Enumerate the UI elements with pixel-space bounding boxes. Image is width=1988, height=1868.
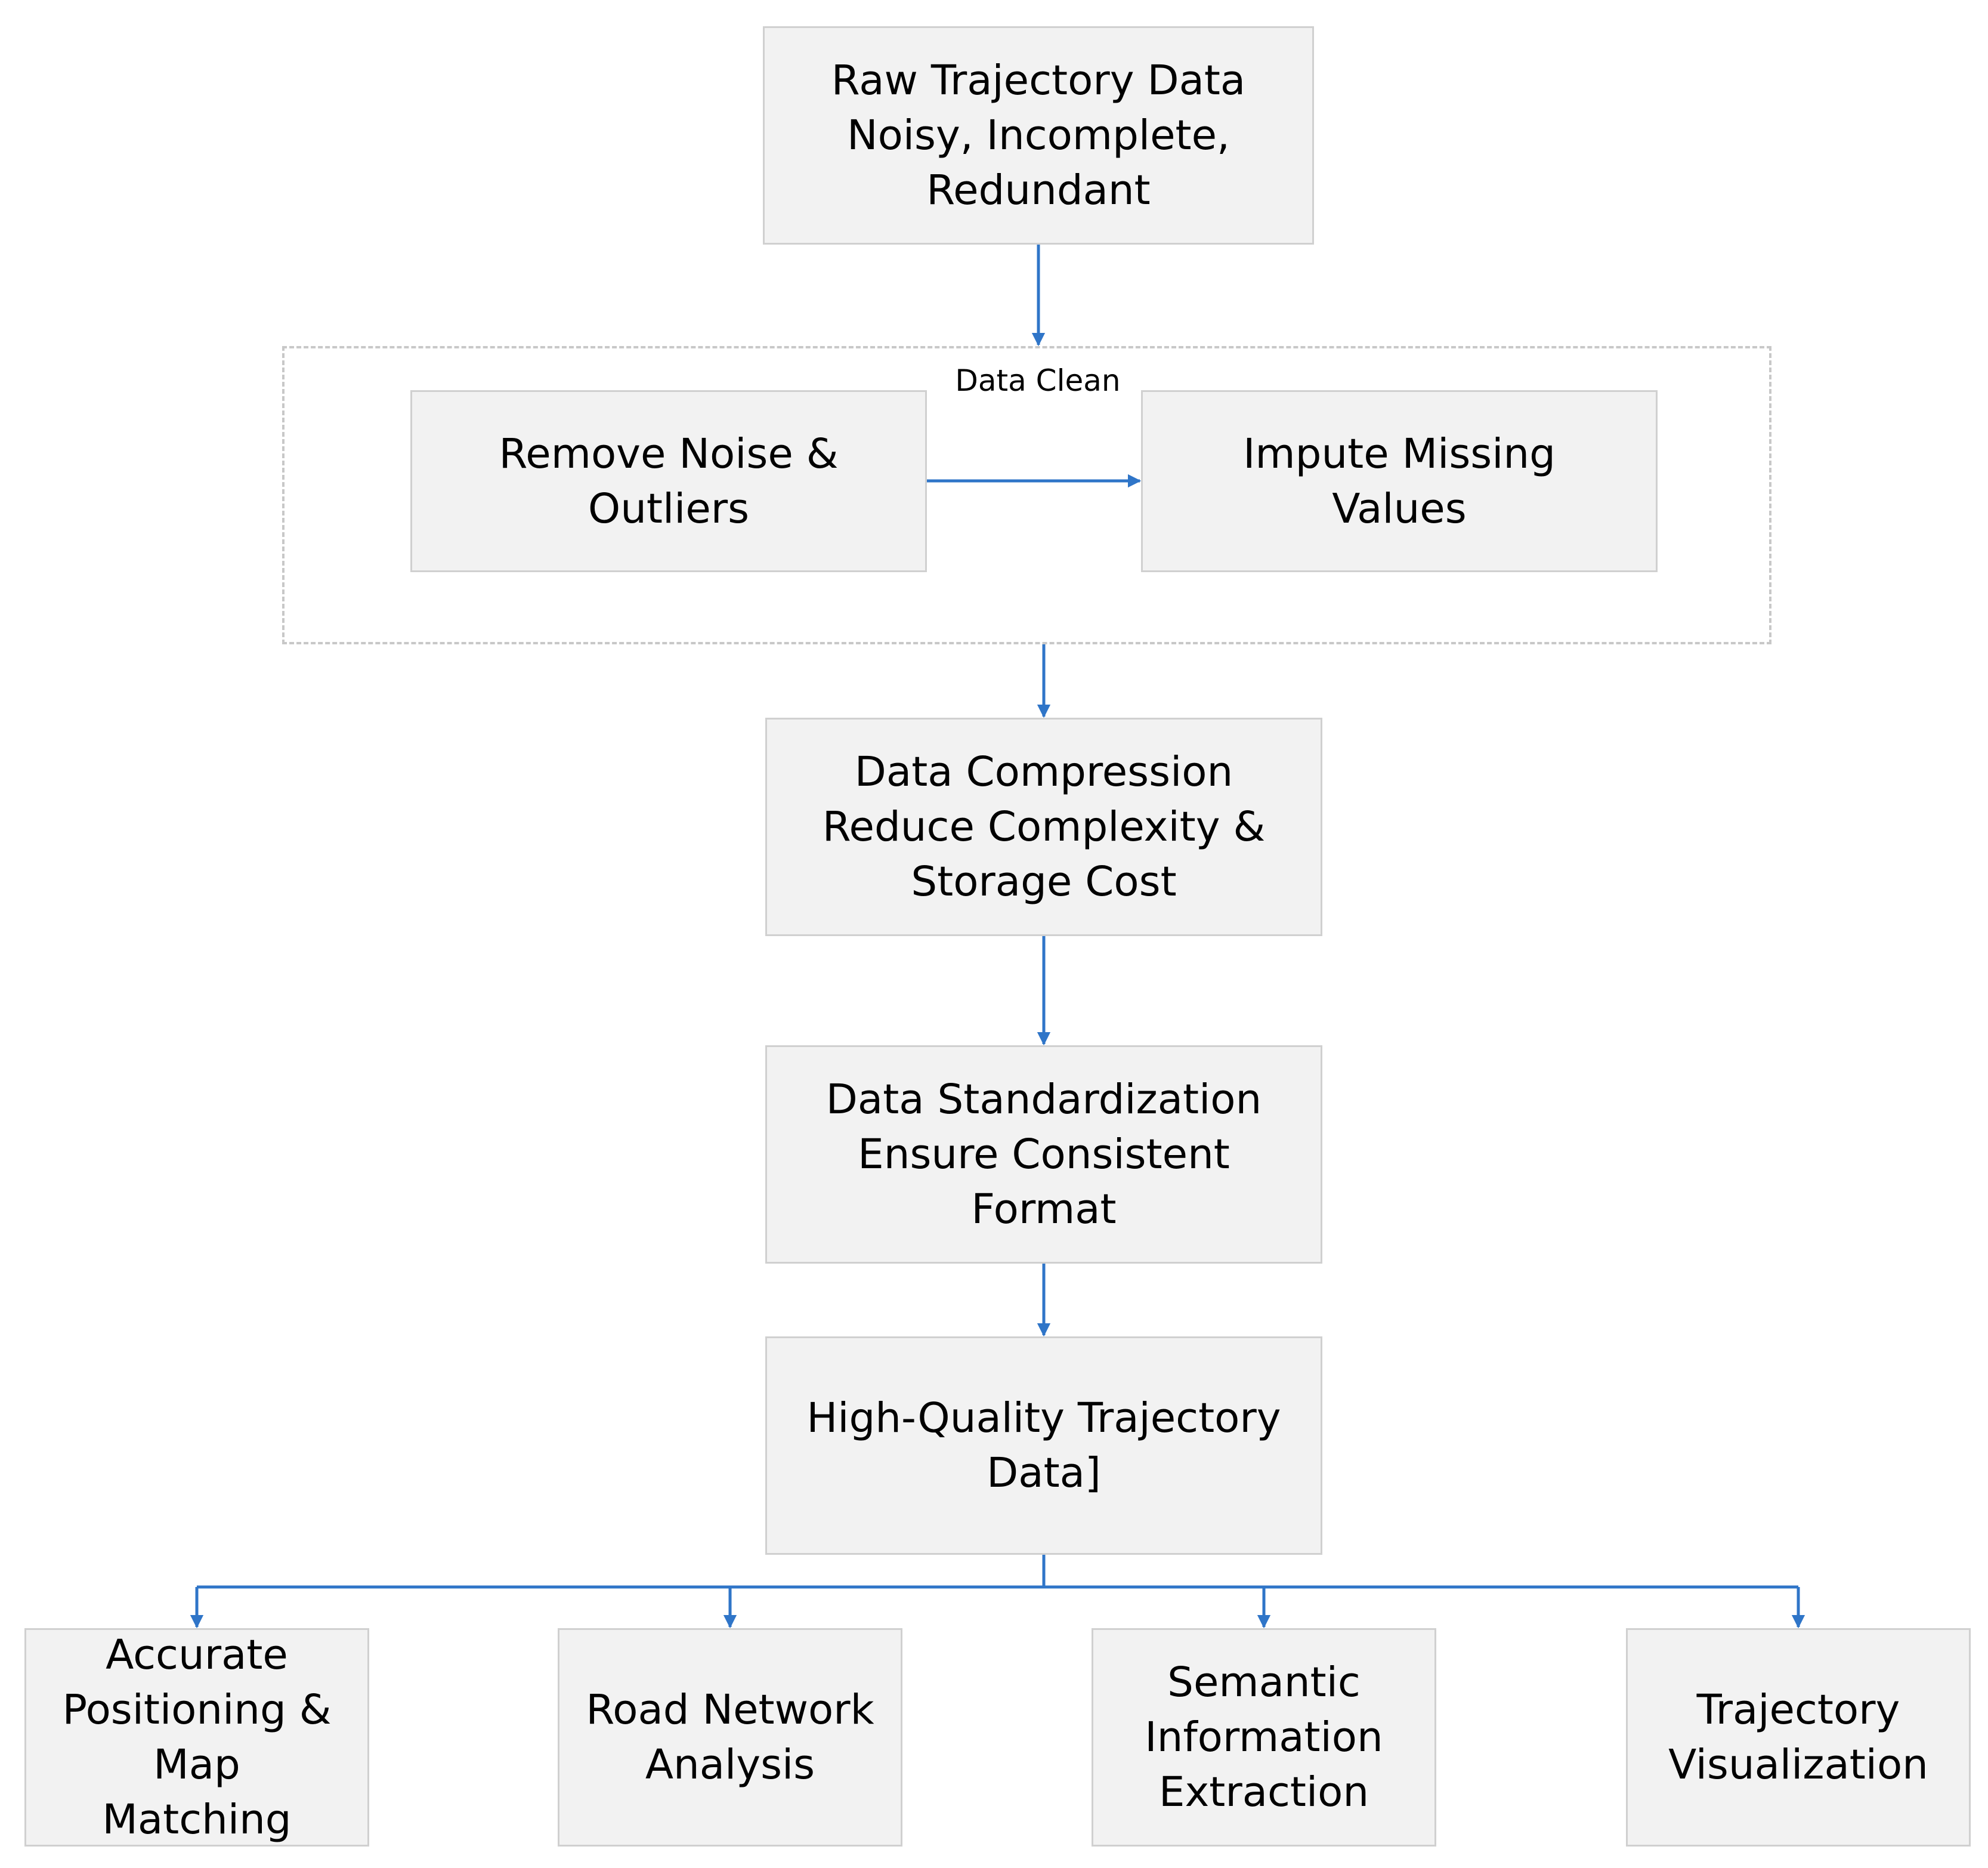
raw-line-2: Noisy, Incomplete,: [847, 112, 1230, 159]
remove-noise-line-1: Remove Noise &: [499, 430, 839, 478]
compression-line-1: Data Compression: [854, 748, 1233, 796]
visualization-line-2: Visualization: [1668, 1741, 1928, 1789]
high-quality-line-1: High-Quality Trajectory: [806, 1394, 1281, 1442]
positioning-line-3: Map: [153, 1741, 240, 1789]
data-standardization-box: Data Standardization Ensure Consistent F…: [765, 1045, 1322, 1264]
visualization-line-1: Trajectory: [1696, 1686, 1900, 1734]
standardization-line-1: Data Standardization: [826, 1076, 1262, 1123]
standardization-line-3: Format: [971, 1185, 1117, 1233]
trajectory-visualization-box: Trajectory Visualization: [1626, 1628, 1971, 1847]
road-network-line-2: Analysis: [645, 1741, 815, 1789]
standardization-line-2: Ensure Consistent: [858, 1131, 1230, 1178]
semantic-line-3: Extraction: [1158, 1768, 1369, 1816]
high-quality-line-2: Data]: [987, 1449, 1101, 1497]
raw-line-3: Redundant: [926, 166, 1151, 214]
road-network-line-1: Road Network: [586, 1686, 874, 1734]
accurate-positioning-box: Accurate Positioning & Map Matching: [24, 1628, 369, 1847]
data-clean-group: [282, 346, 1771, 644]
high-quality-data-box: High-Quality Trajectory Data]: [765, 1336, 1322, 1555]
raw-line-1: Raw Trajectory Data: [831, 57, 1246, 104]
impute-line-2: Values: [1332, 484, 1467, 533]
positioning-line-2: Positioning &: [62, 1686, 332, 1734]
semantic-line-2: Information: [1145, 1713, 1383, 1761]
semantic-line-1: Semantic: [1167, 1659, 1361, 1706]
positioning-line-4: Matching: [102, 1796, 292, 1844]
remove-noise-line-2: Outliers: [588, 484, 750, 533]
compression-line-3: Storage Cost: [911, 858, 1177, 906]
data-clean-group-label: Data Clean: [955, 363, 1121, 398]
semantic-information-box: Semantic Information Extraction: [1092, 1628, 1436, 1847]
impute-line-1: Impute Missing: [1243, 430, 1556, 478]
raw-trajectory-data-box: Raw Trajectory Data Noisy, Incomplete, R…: [763, 26, 1314, 245]
road-network-analysis-box: Road Network Analysis: [558, 1628, 902, 1847]
positioning-line-1: Accurate: [106, 1631, 288, 1679]
remove-noise-box: Remove Noise & Outliers: [410, 390, 927, 572]
data-compression-box: Data Compression Reduce Complexity & Sto…: [765, 718, 1322, 936]
compression-line-2: Reduce Complexity &: [822, 803, 1266, 851]
impute-missing-box: Impute Missing Values: [1141, 390, 1658, 572]
